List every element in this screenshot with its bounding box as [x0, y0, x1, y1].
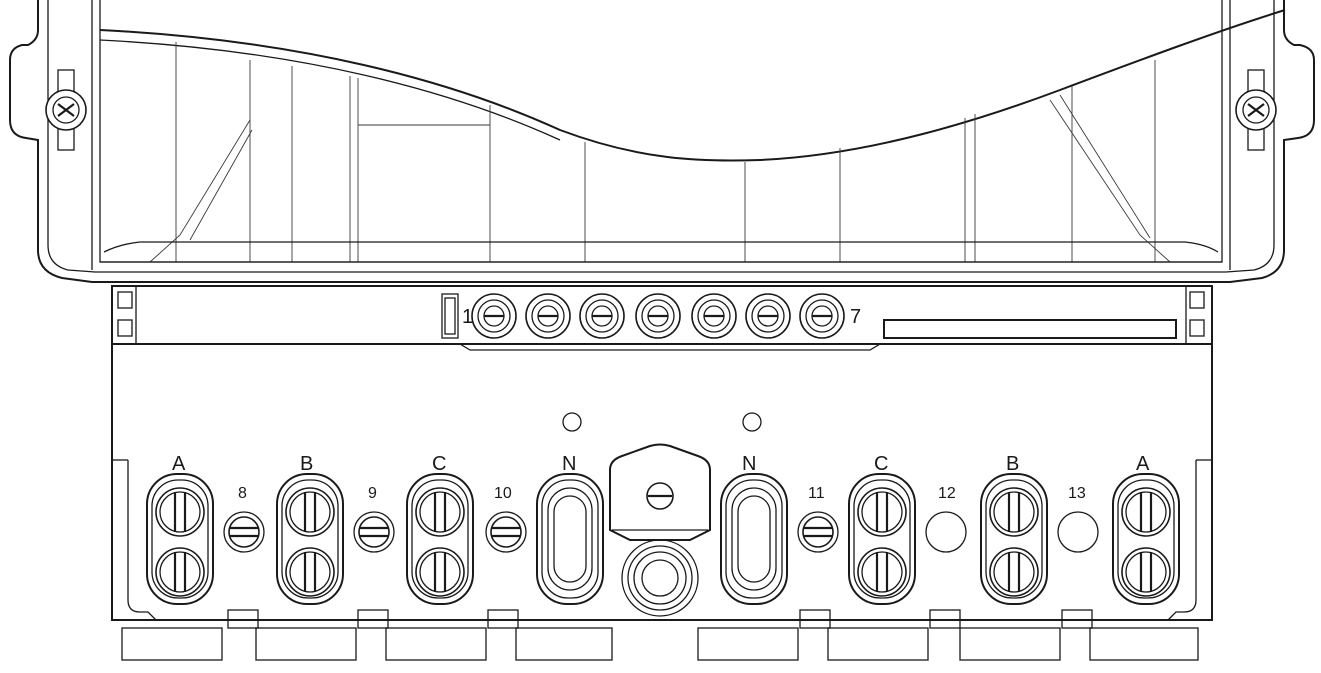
- terminal-5: [848, 473, 916, 605]
- foot-tab-3: [799, 609, 831, 629]
- aux-terminal-9: [353, 511, 395, 553]
- aux-label-11: 11: [808, 485, 825, 502]
- aux-label-10: 10: [494, 485, 512, 502]
- terminal-1: [276, 473, 344, 605]
- terminal-label-B-left: B: [300, 453, 313, 475]
- right-clamp: [1235, 69, 1277, 151]
- terminal-4: [720, 473, 788, 605]
- terminal-label-A-right: A: [1136, 453, 1150, 475]
- aux-label-8: 8: [238, 485, 247, 502]
- aux-terminal-13: [1057, 511, 1099, 553]
- foot-7: [1089, 627, 1199, 661]
- aux-terminal-8: [223, 511, 265, 553]
- screw-4: [635, 293, 681, 339]
- aux-label-13: 13: [1068, 485, 1086, 502]
- left-clamp: [45, 69, 87, 151]
- aux-label-9: 9: [368, 485, 377, 502]
- aux-label-12: 12: [938, 485, 956, 502]
- terminal-label-C-left: C: [432, 453, 446, 475]
- foot-4: [697, 627, 799, 661]
- top-cover: [9, 0, 1315, 283]
- terminal-label-C-right: C: [874, 453, 888, 475]
- foot-tab-4: [929, 609, 961, 629]
- screw-3: [579, 293, 625, 339]
- aux-terminal-row: [223, 511, 1099, 553]
- foot-0: [121, 627, 223, 661]
- lower-housing: [111, 344, 1213, 621]
- aux-terminal-11: [797, 511, 839, 553]
- screw-row-1-7: [471, 293, 845, 339]
- contact-slot: [441, 293, 459, 339]
- foot-1: [255, 627, 357, 661]
- foot-tab-5: [1061, 609, 1093, 629]
- foot-3: [515, 627, 613, 661]
- aux-terminal-12: [925, 511, 967, 553]
- terminal-label-N-right: N: [742, 453, 756, 475]
- screw-2: [525, 293, 571, 339]
- terminal-2: [406, 473, 474, 605]
- terminal-0: [146, 473, 214, 605]
- terminal-label-A-left: A: [172, 453, 186, 475]
- terminal-6: [980, 473, 1048, 605]
- terminal-3: [536, 473, 604, 605]
- foot-2: [385, 627, 487, 661]
- screw-6: [745, 293, 791, 339]
- screw-1: [471, 293, 517, 339]
- foot-tab-2: [487, 609, 519, 629]
- foot-tab-1: [357, 609, 389, 629]
- terminal-label-N-left: N: [562, 453, 576, 475]
- foot-6: [959, 627, 1061, 661]
- foot-5: [827, 627, 929, 661]
- aux-terminal-10: [485, 511, 527, 553]
- aux-screw-strip: 1 7: [111, 285, 1213, 351]
- housing-feet: [121, 609, 1199, 661]
- foot-tab-0: [227, 609, 259, 629]
- screw-label-1: 1: [462, 306, 473, 328]
- screw-5: [691, 293, 737, 339]
- terminal-7: [1112, 473, 1180, 605]
- terminal-row: [146, 473, 1180, 605]
- screw-7: [799, 293, 845, 339]
- terminal-label-B-right: B: [1006, 453, 1019, 475]
- screw-label-7: 7: [850, 306, 861, 328]
